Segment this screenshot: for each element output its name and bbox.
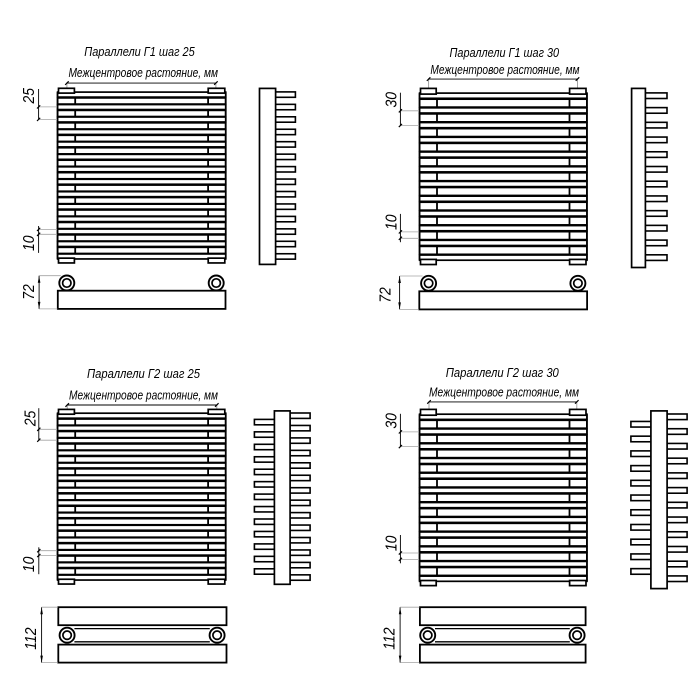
svg-text:25: 25 — [21, 88, 38, 104]
svg-text:Параллели Г2 шаг 25: Параллели Г2 шаг 25 — [87, 366, 201, 381]
svg-text:Межцентровое растояние, мм: Межцентровое растояние, мм — [430, 62, 579, 77]
svg-text:10: 10 — [21, 557, 38, 573]
svg-text:72: 72 — [21, 284, 38, 300]
svg-text:Параллели Г1 шаг 25: Параллели Г1 шаг 25 — [84, 44, 195, 59]
svg-text:Параллели Г1 шаг 30: Параллели Г1 шаг 30 — [450, 45, 560, 60]
svg-text:25: 25 — [22, 411, 39, 427]
svg-text:112: 112 — [382, 627, 399, 649]
svg-text:30: 30 — [384, 413, 401, 429]
svg-text:Межцентровое растояние, мм: Межцентровое растояние, мм — [68, 65, 218, 80]
svg-text:72: 72 — [377, 287, 394, 303]
svg-text:Межцентровое растояние, мм: Межцентровое растояние, мм — [69, 388, 218, 403]
svg-text:Параллели Г2 шаг 30: Параллели Г2 шаг 30 — [446, 365, 560, 380]
svg-text:112: 112 — [23, 627, 40, 649]
svg-text:Межцентровое растояние, мм: Межцентровое растояние, мм — [429, 385, 579, 400]
svg-text:30: 30 — [384, 92, 401, 108]
svg-text:10: 10 — [21, 235, 38, 251]
svg-text:10: 10 — [384, 536, 401, 552]
svg-text:10: 10 — [384, 214, 401, 230]
